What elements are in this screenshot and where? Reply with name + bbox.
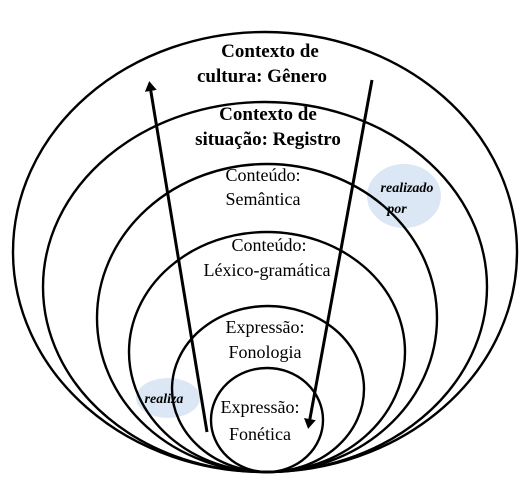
realizado-por-line1: realizado — [381, 181, 434, 196]
arrow-up — [144, 81, 209, 433]
arrow-down — [303, 79, 374, 429]
cultura-label-line2: cultura: Gênero — [197, 66, 327, 87]
fonologia-label-line2: Fonologia — [228, 342, 301, 362]
semantica-label-line1: Conteúdo: — [226, 165, 301, 185]
realizado-por-line2: por — [386, 202, 407, 217]
cultura-label-line1: Contexto de — [221, 41, 319, 62]
semantica-label-line2: Semântica — [226, 189, 301, 209]
realizado-por-bubble — [367, 164, 441, 228]
ring-fonetica — [209, 366, 325, 474]
situacao-label-line2: situação: Registro — [195, 129, 341, 150]
fonologia-label-line1: Expressão: — [226, 317, 305, 337]
situacao-label-line1: Contexto de — [219, 104, 317, 125]
realiza-label: realiza — [145, 392, 184, 407]
fonetica-label-line2: Fonética — [229, 424, 291, 444]
lexico-label-line2: Léxico-gramática — [204, 260, 331, 280]
fonetica-label-line1: Expressão: — [221, 397, 300, 417]
realiza-bubble — [136, 378, 200, 418]
lexico-label-line1: Conteúdo: — [232, 235, 307, 255]
